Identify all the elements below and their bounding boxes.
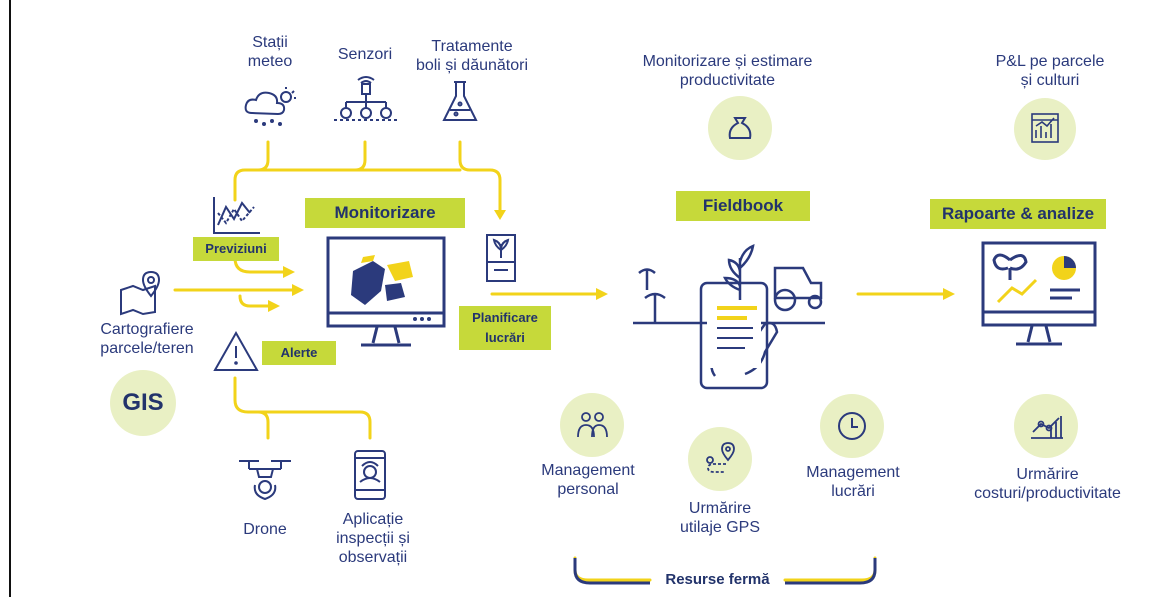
flask-icon — [442, 81, 478, 121]
label-drone: Drone — [243, 521, 287, 538]
label-management-lucrari: Management lucrări — [806, 464, 900, 500]
tablet-tractor-icon — [633, 244, 825, 390]
arrow-head-monitor — [292, 284, 304, 296]
label-gis: GIS — [122, 389, 164, 416]
label-resurse-ferma: Resurse fermă — [665, 571, 770, 588]
gis-circle — [110, 370, 176, 436]
tag-monitorizare: Monitorizare — [305, 198, 465, 228]
report-monitor-icon — [981, 241, 1097, 346]
label-tratamente: Tratamente boli și dăunători — [415, 38, 529, 74]
clock-icon — [838, 412, 866, 440]
tag-previziuni: Previziuni — [193, 237, 279, 261]
label-monitorizare-estimare: Monitorizare și estimare productivitate — [642, 53, 813, 89]
label-urmarire-costuri: Urmărire costuri/productivitate — [974, 466, 1121, 502]
seed-box-icon — [486, 234, 516, 282]
left-feed-lower — [233, 376, 372, 440]
tag-alerte: Alerte — [262, 341, 336, 365]
monitor-map-icon — [326, 236, 446, 347]
arrow-head-lower — [268, 300, 280, 312]
sensors-icon — [334, 76, 398, 121]
phone-inspection-icon — [354, 450, 386, 500]
label-statii-meteo: Stații meteo — [247, 34, 293, 70]
gps-route-icon — [706, 442, 735, 473]
resurse-bracket-full — [573, 558, 877, 585]
report-chart-icon-circle — [1014, 98, 1076, 160]
warning-icon — [213, 330, 259, 371]
arrow-head-reports — [943, 288, 955, 300]
cloud-sun-rain-icon — [244, 87, 296, 126]
people-icon-circle — [560, 393, 624, 457]
tag-rapoarte: Rapoarte & analize — [930, 199, 1106, 229]
gps-route-icon-circle — [688, 427, 752, 491]
label-senzori: Senzori — [337, 46, 393, 63]
arrow-head-planificare — [494, 210, 506, 220]
cost-chart-icon — [1031, 416, 1063, 439]
left-border-line — [9, 0, 11, 597]
bag-icon-circle — [708, 96, 772, 160]
label-aplicatie: Aplicație inspecții și observații — [336, 511, 410, 566]
chart-line-icon — [213, 197, 260, 234]
label-cartografiere: Cartografiere parcele/teren — [100, 321, 194, 357]
label-pl-parcele: P&L pe parcele și culturi — [995, 53, 1105, 89]
arrow-head-fieldbook — [596, 288, 608, 300]
map-pin-icon — [120, 270, 161, 316]
drone-icon — [239, 460, 291, 501]
label-urmarire-utilaje: Urmărire utilaje GPS — [679, 500, 761, 536]
tag-fieldbook: Fieldbook — [676, 191, 810, 221]
alerte-feed-line — [238, 294, 272, 308]
people-icon — [577, 412, 608, 438]
label-management-personal: Management personal — [541, 462, 635, 498]
arrow-head-upper — [283, 266, 295, 278]
bag-icon — [728, 117, 752, 139]
report-chart-icon — [1031, 113, 1059, 143]
tag-planificare: Planificare lucrări — [459, 306, 551, 350]
